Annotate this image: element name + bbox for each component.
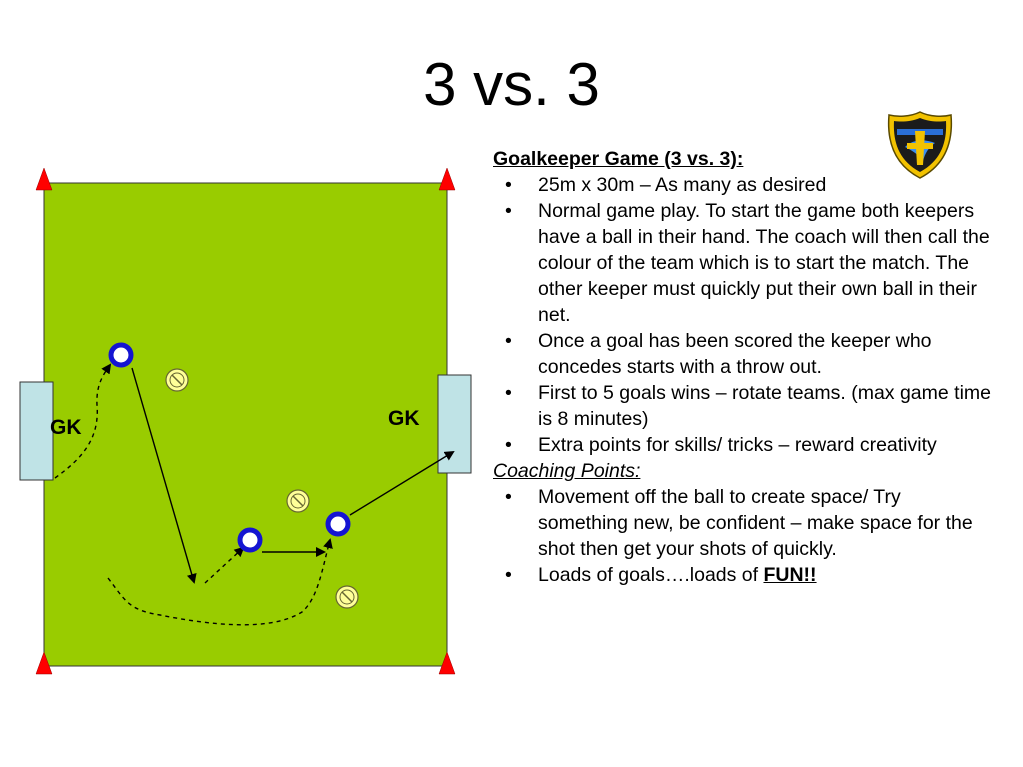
coaching-bullet-list: •Movement off the ball to create space/ … [493,484,993,588]
game-bullet-list: •25m x 30m – As many as desired •Normal … [493,172,993,458]
player-marker [237,527,263,553]
game-bullet-text: Once a goal has been scored the keeper w… [538,330,932,378]
list-item: •Normal game play. To start the game bot… [505,200,990,326]
list-item: •Extra points for skills/ tricks – rewar… [505,434,937,456]
shot-on-goal [349,450,455,516]
coaching-heading: Coaching Points: [493,460,641,482]
ball-icon [286,489,310,513]
ball-icon [165,368,189,392]
pitch-diagram [19,167,472,675]
game-bullet-text: Normal game play. To start the game both… [538,200,990,326]
gk-label-left: GK [50,416,82,439]
corner-cone-top-right [438,167,456,191]
slide-title: 3 vs. 3 [423,51,600,118]
gk-label-right: GK [388,407,420,430]
dashed-run-left-keeper [54,363,112,479]
corner-cone-bottom-left [35,651,53,675]
game-bullet-text: Extra points for skills/ tricks – reward… [538,434,937,456]
dashed-run-bottom [107,538,333,626]
list-item: •Movement off the ball to create space/ … [505,486,973,560]
game-bullet-text: 25m x 30m – As many as desired [538,174,827,196]
ball-icon [335,585,359,609]
corner-cone-bottom-right [438,651,456,675]
list-item: •Once a goal has been scored the keeper … [505,330,932,378]
game-heading: Goalkeeper Game (3 vs. 3): [493,148,744,170]
instructions-panel: Goalkeeper Game (3 vs. 3): •25m x 30m – … [493,146,993,588]
player-marker [108,342,134,368]
game-bullet-text: First to 5 goals wins – rotate teams. (m… [538,382,991,430]
fun-emphasis: FUN!! [763,564,817,586]
list-item: •First to 5 goals wins – rotate teams. (… [505,382,991,430]
corner-cone-top-left [35,167,53,191]
list-item: •Loads of goals….loads of FUN!! [505,564,817,586]
pitch-field [43,182,448,667]
club-crest-icon [887,111,953,179]
coaching-bullet-text: Loads of goals….loads of [538,564,764,586]
coaching-bullet-text: Movement off the ball to create space/ T… [538,486,973,560]
goal-left [19,381,54,481]
pass-long [131,367,197,584]
dashed-run-middle [204,546,245,584]
list-item: •25m x 30m – As many as desired [505,174,827,196]
player-marker [325,511,351,537]
